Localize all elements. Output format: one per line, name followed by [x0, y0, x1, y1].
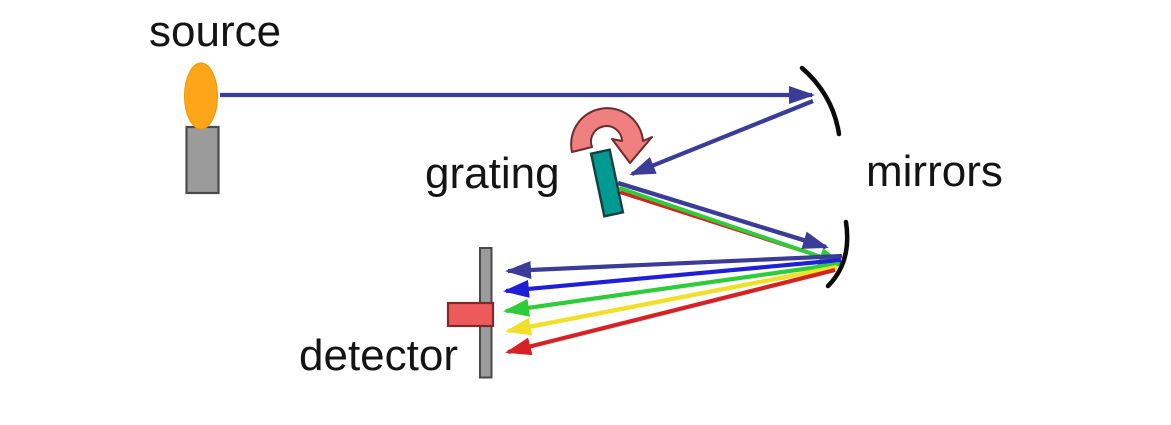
- bottom-mirror-arc: [825, 219, 850, 289]
- detector-label: detector: [299, 331, 458, 380]
- mirrors-label: mirrors: [866, 147, 1003, 196]
- detector-ray-green: [503, 261, 840, 317]
- source-label: source: [149, 7, 282, 56]
- grating-element: [589, 148, 625, 218]
- detector-sensor: [446, 301, 495, 328]
- dispersed-beam-green: [618, 186, 845, 266]
- beam-mirror-to-grating: [629, 99, 814, 176]
- rotation-arrow-icon: [570, 107, 653, 164]
- detector-ray-navy: [505, 253, 843, 279]
- detector-ray-red: [505, 267, 836, 356]
- grating-label: grating: [425, 149, 560, 198]
- detector-ray-yellow: [505, 264, 838, 336]
- detector-ray-blue: [503, 257, 842, 298]
- source-burner-body: [185, 125, 220, 195]
- dispersed-beam-navy: [617, 180, 829, 250]
- flame-icon: [184, 62, 218, 130]
- top-mirror-arc: [799, 65, 842, 137]
